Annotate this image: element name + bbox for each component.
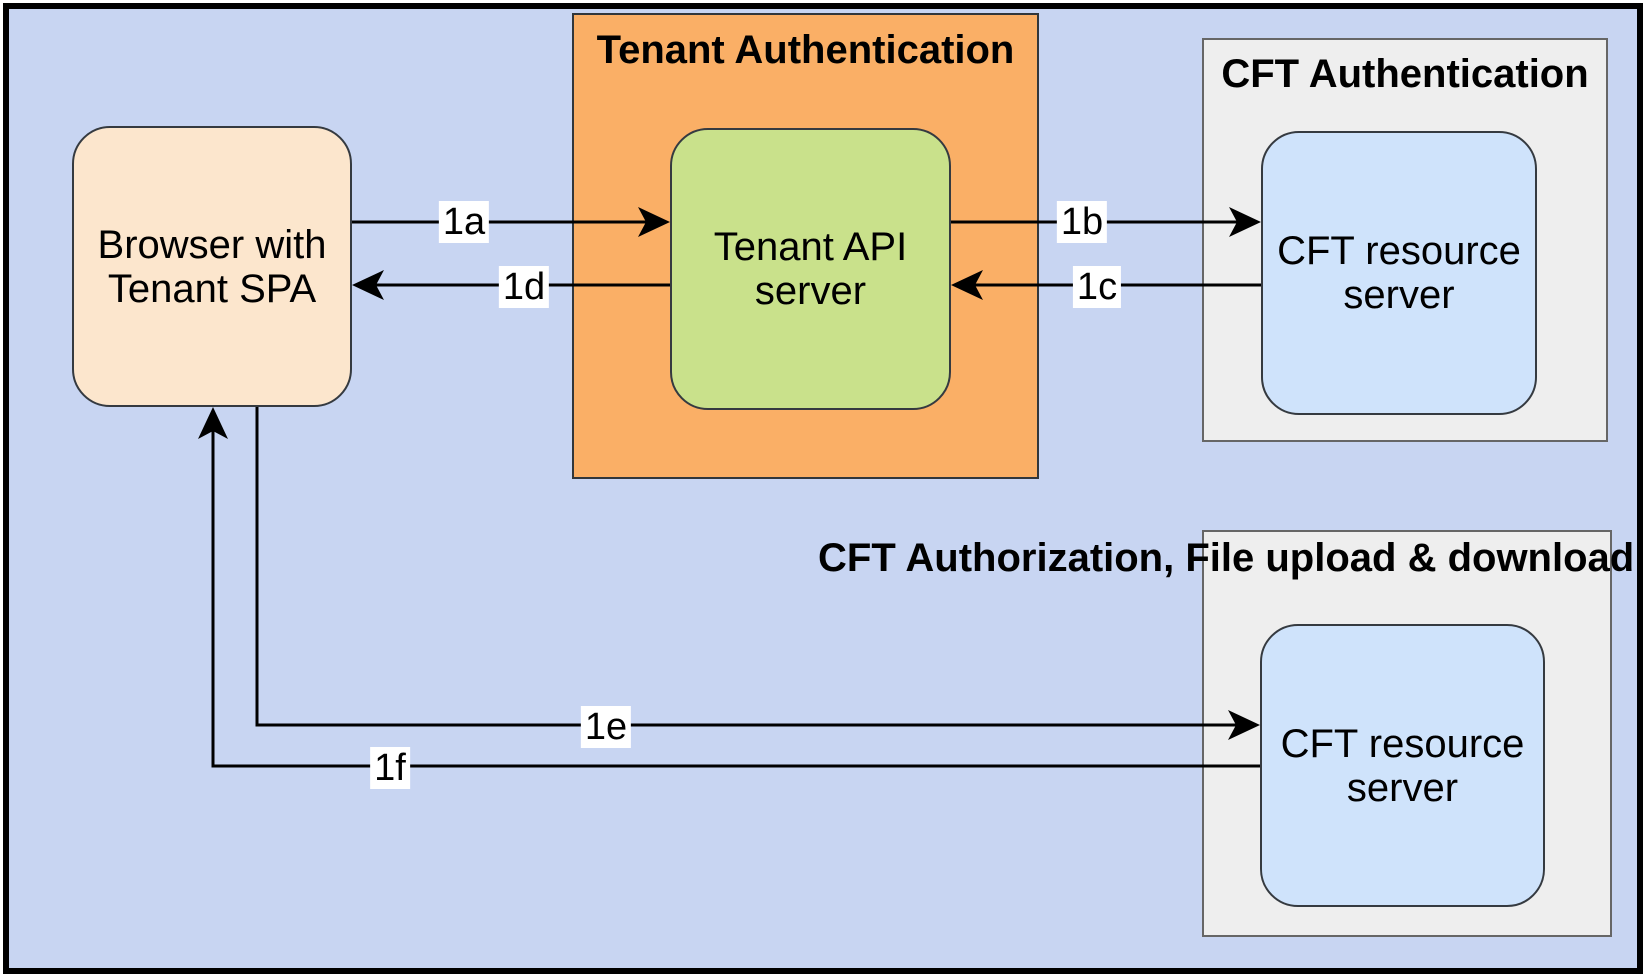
tenant-api-server-node: Tenant API server xyxy=(670,128,951,410)
connector-label-1b: 1b xyxy=(1056,201,1108,243)
tenant-authentication-title: Tenant Authentication xyxy=(596,28,1015,72)
cft-resource-server-authz-node: CFT resource server xyxy=(1260,624,1545,907)
connector-label-1a: 1a xyxy=(438,201,490,243)
connector-1b-arrowhead xyxy=(1229,207,1261,237)
connector-1a-arrowhead xyxy=(638,207,670,237)
connector-1f-line xyxy=(211,429,1260,768)
connector-label-1c: 1c xyxy=(1072,266,1122,308)
browser-with-tenant-spa-node: Browser with Tenant SPA xyxy=(72,126,352,407)
cft-resource-server-auth-node: CFT resource server xyxy=(1261,131,1537,415)
connector-label-1e: 1e xyxy=(580,706,632,748)
cft-authorization-title: CFT Authorization, File upload & downloa… xyxy=(818,536,1635,580)
connector-label-1f: 1f xyxy=(370,747,410,789)
connector-1f-arrowhead xyxy=(198,407,228,439)
connector-label-1d: 1d xyxy=(498,266,550,308)
connector-1e-arrowhead xyxy=(1228,710,1260,740)
connector-1e-line xyxy=(255,407,1238,727)
cft-authentication-title: CFT Authentication xyxy=(1221,52,1589,96)
connector-1c-arrowhead xyxy=(951,270,983,300)
connector-1d-arrowhead xyxy=(352,270,384,300)
